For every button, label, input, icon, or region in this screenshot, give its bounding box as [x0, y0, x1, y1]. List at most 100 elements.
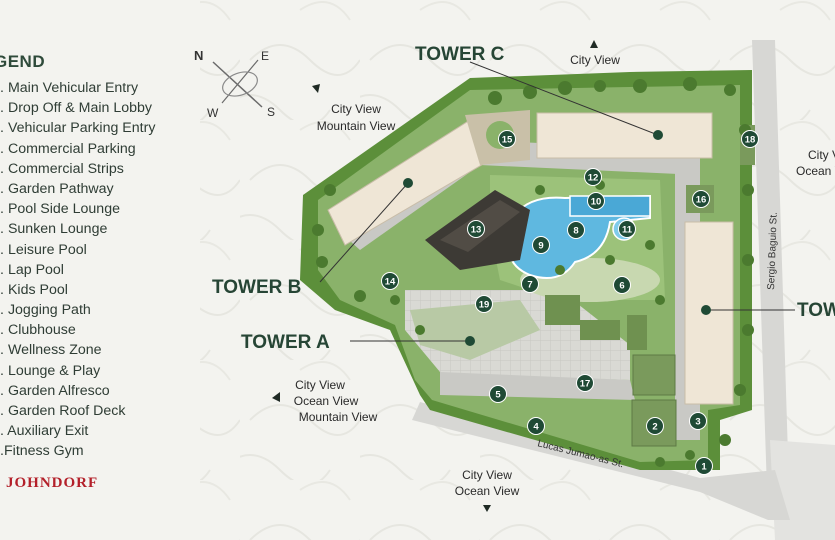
marker-circle	[576, 374, 594, 392]
view-right-2: Ocean V	[796, 164, 835, 178]
marker-circle	[584, 168, 602, 186]
marker-circle	[613, 276, 631, 294]
legend-title: GEND	[0, 52, 46, 71]
compass: N E W S	[194, 48, 275, 120]
marker-circle	[618, 220, 636, 238]
view-lower-3: Mountain View	[299, 410, 378, 424]
arrow-up-icon	[590, 40, 598, 48]
legend-item: . Kids Pool	[0, 281, 68, 298]
tower-dots	[403, 130, 711, 346]
marker-circle	[467, 220, 485, 238]
legend-item: . Lounge & Play	[0, 362, 101, 379]
legend-item: . Pool Side Lounge	[0, 201, 120, 218]
street-label-east: Sergio Baguio St.	[766, 212, 780, 290]
marker-8: 8	[567, 221, 585, 239]
marker-5: 5	[489, 385, 507, 403]
marker-circle	[741, 130, 759, 148]
marker-number: 9	[538, 241, 543, 252]
tower-labels: TOWER C TOWER B TOWER A TOW	[212, 44, 835, 353]
marker-number: 2	[652, 422, 657, 433]
arrow-northwest-icon	[312, 84, 320, 93]
sergio-baguio-street	[752, 40, 790, 520]
marker-circle	[527, 417, 545, 435]
marker-number: 4	[533, 422, 539, 433]
marker-number: 18	[745, 135, 756, 146]
marker-16: 16	[692, 190, 710, 208]
view-labels: City View City View Mountain View City V…	[294, 53, 835, 498]
marker-number: 15	[502, 135, 513, 146]
marker-15: 15	[498, 130, 516, 148]
legend-item: . Clubhouse	[0, 322, 76, 339]
johndorf-logo: JOHNDORF	[6, 475, 99, 491]
marker-circle	[475, 295, 493, 313]
view-arrows	[272, 40, 598, 512]
marker-number: 1	[701, 462, 707, 473]
marker-number: 8	[573, 226, 578, 237]
marker-2: 2	[646, 417, 664, 435]
marker-circle	[498, 130, 516, 148]
legend-item: .Fitness Gym	[0, 443, 84, 460]
marker-9: 9	[532, 236, 550, 254]
view-bottom-2: Ocean View	[455, 484, 520, 498]
legend-item: . Sunken Lounge	[0, 221, 108, 238]
tower-c-label: TOWER C	[415, 44, 505, 65]
marker-7: 7	[521, 275, 539, 293]
view-left-2: Mountain View	[317, 119, 396, 133]
tower-a-label: TOWER A	[241, 332, 330, 353]
marker-number: 5	[495, 390, 501, 401]
marker-number: 12	[588, 173, 599, 184]
compass-e: E	[261, 49, 269, 63]
marker-12: 12	[584, 168, 602, 186]
marker-number: 6	[619, 281, 624, 292]
marker-circle	[695, 457, 713, 475]
legend-item: . Auxiliary Exit	[0, 423, 89, 440]
marker-circle	[381, 272, 399, 290]
marker-1: 1	[695, 457, 713, 475]
marker-number: 7	[527, 280, 532, 291]
marker-number: 3	[695, 417, 700, 428]
view-top: City View	[570, 53, 620, 67]
marker-circle	[692, 190, 710, 208]
tower-d-label: TOW	[797, 300, 835, 321]
legend-item: . Commercial Parking	[0, 140, 136, 157]
marker-6: 6	[613, 276, 631, 294]
marker-3: 3	[689, 412, 707, 430]
legend-item: . Jogging Path	[0, 302, 91, 319]
legend-item: . Garden Pathway	[0, 180, 114, 197]
marker-circle	[646, 417, 664, 435]
marker-19: 19	[475, 295, 493, 313]
legend-item: . Lap Pool	[0, 261, 64, 278]
legend-item: . Leisure Pool	[0, 241, 87, 258]
marker-number: 11	[622, 225, 633, 236]
marker-circle	[689, 412, 707, 430]
site-plan	[300, 70, 755, 470]
marker-17: 17	[576, 374, 594, 392]
compass-n: N	[194, 48, 203, 63]
view-lower-2: Ocean View	[294, 394, 359, 408]
compass-s: S	[267, 105, 275, 119]
arrow-left-icon	[272, 392, 280, 402]
marker-number: 14	[385, 277, 396, 288]
marker-13: 13	[467, 220, 485, 238]
view-bottom-1: City View	[462, 468, 512, 482]
legend-item: . Vehicular Parking Entry	[0, 120, 156, 137]
marker-10: 10	[587, 192, 605, 210]
marker-18: 18	[741, 130, 759, 148]
view-lower-1: City View	[295, 378, 345, 392]
marker-number: 13	[471, 225, 482, 236]
marker-circle	[587, 192, 605, 210]
legend-item: . Commercial Strips	[0, 160, 124, 177]
marker-number: 19	[479, 300, 490, 311]
legend-item: . Main Vehicular Entry	[0, 80, 139, 96]
marker-circle	[489, 385, 507, 403]
legend-item: . Garden Roof Deck	[0, 403, 126, 419]
arrow-down-icon	[483, 505, 491, 512]
legend: GEND . Main Vehicular Entry . Drop Off &…	[0, 52, 200, 462]
marker-circle	[532, 236, 550, 254]
lap-pool	[569, 195, 651, 217]
marker-14: 14	[381, 272, 399, 290]
legend-item: . Drop Off & Main Lobby	[0, 100, 153, 117]
marker-number: 17	[580, 379, 591, 390]
